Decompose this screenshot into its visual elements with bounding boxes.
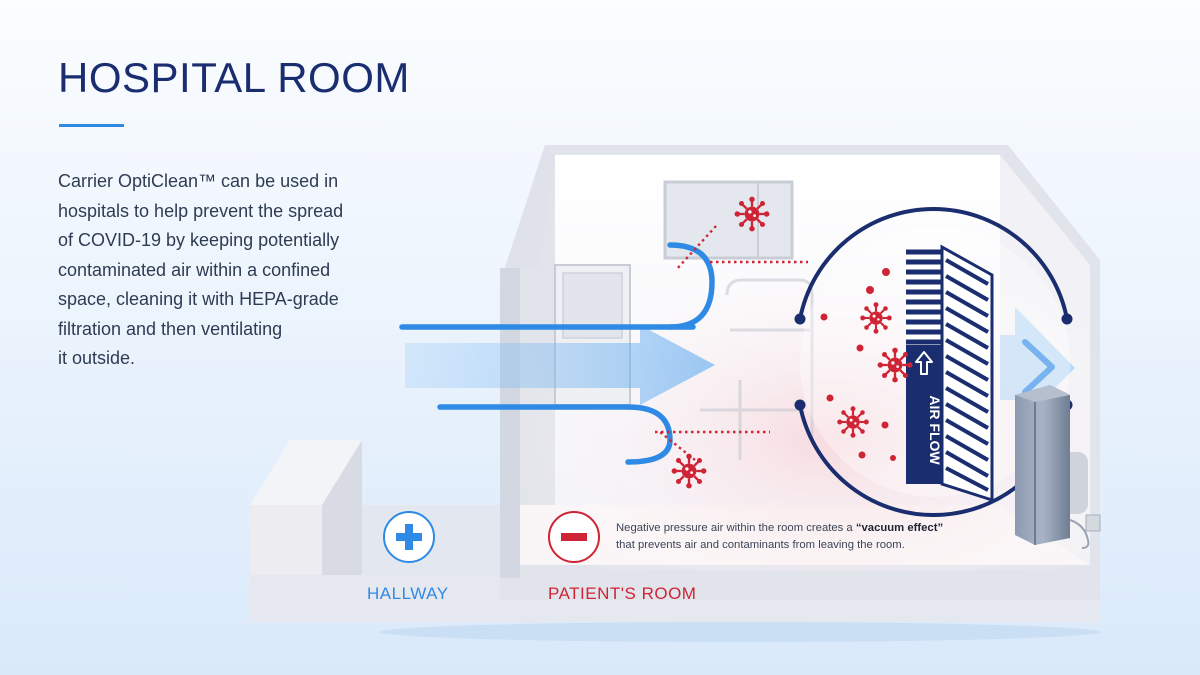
hallway-label: HALLWAY <box>367 584 449 603</box>
description-line: Carrier OptiClean™ can be used in <box>58 171 339 191</box>
virus-icon <box>876 346 914 384</box>
description-line: it outside. <box>58 348 136 368</box>
air-flow-label: AIR FLOW <box>927 395 943 465</box>
negative-pressure-note: Negative pressure air within the room cr… <box>616 520 996 554</box>
plus-circle-icon <box>383 511 435 563</box>
virus-icon <box>859 301 893 335</box>
page-title: HOSPITAL ROOM <box>58 54 410 101</box>
virus-icon <box>670 452 708 490</box>
description: Carrier OptiClean™ can be used in hospit… <box>58 167 378 374</box>
virus-icon <box>836 405 870 439</box>
note-text: that prevents air and contaminants from … <box>616 539 905 551</box>
minus-circle-icon <box>548 511 600 563</box>
virus-icon <box>733 195 771 233</box>
description-line: contaminated air within a confined <box>58 259 331 280</box>
description-line: space, cleaning it with HEPA-grade <box>58 289 339 309</box>
description-line: filtration and then ventilating <box>58 318 283 339</box>
patients-room-label: PATIENT'S ROOM <box>548 584 697 603</box>
title-underline <box>59 124 124 127</box>
note-text: Negative pressure air within the room cr… <box>616 522 856 534</box>
description-line: of COVID-19 by keeping potentially <box>58 230 340 250</box>
description-line: hospitals to help prevent the spread <box>58 200 344 221</box>
note-emphasis: “vacuum effect” <box>855 522 944 534</box>
